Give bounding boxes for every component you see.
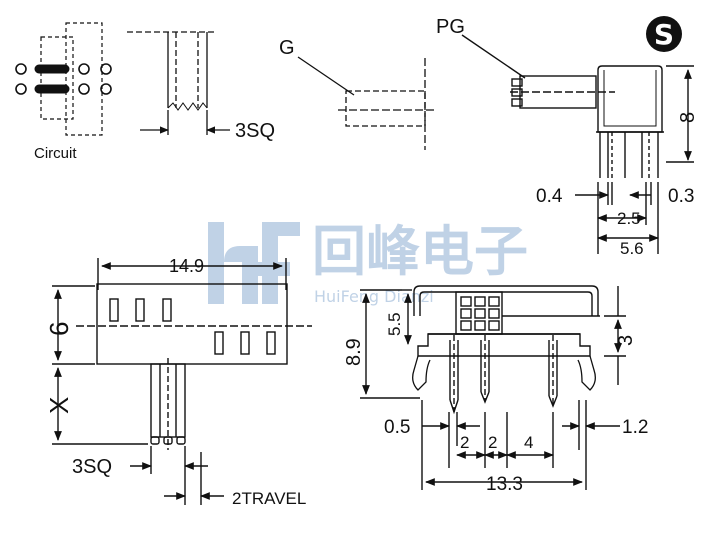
dim-5-5-label: 5.5 — [385, 312, 404, 336]
dim-6-label: 6 — [44, 322, 74, 336]
watermark: 回峰电子 HuiFeng Dianzi — [208, 220, 528, 306]
travel-label: 2TRAVEL — [232, 489, 306, 508]
dim-3-label: 3 — [615, 335, 637, 346]
dim-2b-label: 2 — [488, 433, 497, 452]
dim-14-9-label: 14.9 — [169, 256, 204, 276]
actuator-section — [127, 31, 230, 135]
dim-1-2-label: 1.2 — [622, 417, 648, 438]
side-view — [360, 285, 626, 490]
s-logo: S — [646, 16, 682, 52]
sq-top-label: 3SQ — [235, 120, 275, 142]
pg-label: PG — [436, 16, 465, 38]
dim-x-label: X — [44, 397, 74, 414]
circuit-view — [15, 22, 112, 136]
g-view — [297, 56, 434, 150]
g-label: G — [279, 37, 295, 59]
sq-bottom-label: 3SQ — [72, 456, 112, 478]
dim-4-label: 4 — [524, 433, 533, 452]
dim-0-3-label: 0.3 — [668, 186, 694, 207]
dim-13-3-label: 13.3 — [486, 474, 523, 495]
dim-0-5-label: 0.5 — [384, 417, 410, 438]
watermark-chinese: 回峰电子 — [312, 220, 528, 283]
watermark-latin: HuiFeng Dianzi — [314, 287, 434, 306]
dim-8-9-label: 8.9 — [343, 338, 365, 366]
s-logo-letter: S — [654, 18, 674, 51]
circuit-label: Circuit — [34, 145, 77, 162]
dim-2-5-label: 2.5 — [617, 209, 641, 228]
dim-2a-label: 2 — [460, 433, 469, 452]
front-view — [52, 258, 312, 505]
pg-view — [461, 34, 694, 254]
dim-0-4-label: 0.4 — [536, 186, 563, 207]
dim-5-6-label: 5.6 — [620, 239, 644, 258]
dim-8-label: 8 — [677, 112, 699, 123]
